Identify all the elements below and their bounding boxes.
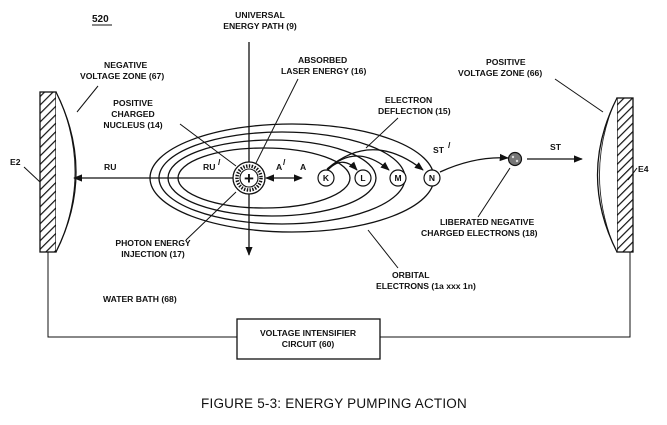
- right-electrode-label: E4: [638, 164, 649, 174]
- a-prime-mark: /: [283, 157, 286, 167]
- photon-injection-label-line2: INJECTION (17): [121, 249, 185, 259]
- universal-energy-path-label-line1: UNIVERSAL: [235, 10, 285, 20]
- positive-zone-label-line1: POSITIVE: [486, 57, 526, 67]
- st-prime-arrow: [439, 153, 509, 173]
- orbital-electrons-label-line1: ORBITAL: [392, 270, 430, 280]
- positive-zone-leader: [554, 78, 604, 113]
- svg-text:K: K: [323, 173, 330, 183]
- water-bath-label: WATER BATH (68): [103, 294, 177, 304]
- liberated-electrons-label-line2: CHARGED ELECTRONS (18): [421, 228, 538, 238]
- photon-injection-leader: [185, 191, 237, 241]
- absorbed-laser-label-line2: LASER ENERGY (16): [281, 66, 366, 76]
- absorbed-laser-label-line1: ABSORBED: [298, 55, 347, 65]
- right-electrode-leader: [627, 167, 638, 181]
- figure-number: 520: [92, 14, 109, 25]
- circuit-label-line1: VOLTAGE INTENSIFIER: [260, 328, 357, 338]
- positive-nucleus-label-line1: POSITIVE: [113, 98, 153, 108]
- st-label: ST: [550, 142, 562, 152]
- positive-nucleus-label-line3: NUCLEUS (14): [103, 120, 162, 130]
- circuit-wire-left: [47, 252, 237, 338]
- shell-l: L: [354, 169, 372, 187]
- photon-injection-label-line1: PHOTON ENERGY: [115, 238, 191, 248]
- negative-zone-leader: [76, 85, 99, 113]
- shell-k: K: [317, 169, 335, 187]
- liberated-electron: [507, 151, 523, 167]
- positive-nucleus-leader: [179, 123, 237, 167]
- electron-deflection-leader: [365, 117, 399, 149]
- right-electrode: [596, 97, 634, 253]
- left-electrode-label: E2: [10, 157, 21, 167]
- st-prime-label: ST: [433, 145, 445, 155]
- circuit-label-line2: CIRCUIT (60): [282, 339, 335, 349]
- orbital-electrons-leader: [367, 229, 399, 269]
- a-prime-label: A: [276, 162, 282, 172]
- figure-caption: FIGURE 5-3: ENERGY PUMPING ACTION: [201, 396, 467, 411]
- left-electrode-leader: [23, 166, 41, 183]
- nucleus-plus-symbol: +: [244, 169, 254, 188]
- universal-energy-path-label-line2: ENERGY PATH (9): [223, 21, 297, 31]
- a-label: A: [300, 162, 306, 172]
- electron-deflection-label-line2: DEFLECTION (15): [378, 106, 451, 116]
- orbital-electrons-label-line2: ELECTRONS (1a xxx 1n): [376, 281, 476, 291]
- circuit-wire-right: [380, 252, 631, 338]
- svg-text:M: M: [394, 173, 401, 183]
- liberated-electrons-leader: [477, 167, 511, 218]
- svg-text:N: N: [429, 173, 435, 183]
- positive-nucleus: [232, 161, 266, 195]
- shell-m: M: [389, 169, 407, 187]
- shell-n: N: [423, 169, 441, 187]
- liberated-electrons-label-line1: LIBERATED NEGATIVE: [440, 217, 534, 227]
- ru-prime-mark: /: [218, 157, 221, 167]
- negative-zone-label-line2: VOLTAGE ZONE (67): [80, 71, 164, 81]
- negative-zone-label-line1: NEGATIVE: [104, 60, 148, 70]
- positive-nucleus-label-line2: CHARGED: [111, 109, 154, 119]
- electron-deflection-label-line1: ELECTRON: [385, 95, 432, 105]
- left-electrode: [39, 91, 77, 253]
- positive-zone-label-line2: VOLTAGE ZONE (66): [458, 68, 542, 78]
- absorbed-laser-leader: [255, 78, 299, 164]
- svg-text:L: L: [360, 173, 365, 183]
- ru-prime-label: RU: [203, 162, 215, 172]
- shell-jump-arcs: [326, 149, 424, 172]
- st-prime-mark: /: [448, 140, 451, 150]
- ru-arrow-label: RU: [104, 162, 116, 172]
- voltage-intensifier-circuit-box: [236, 318, 381, 360]
